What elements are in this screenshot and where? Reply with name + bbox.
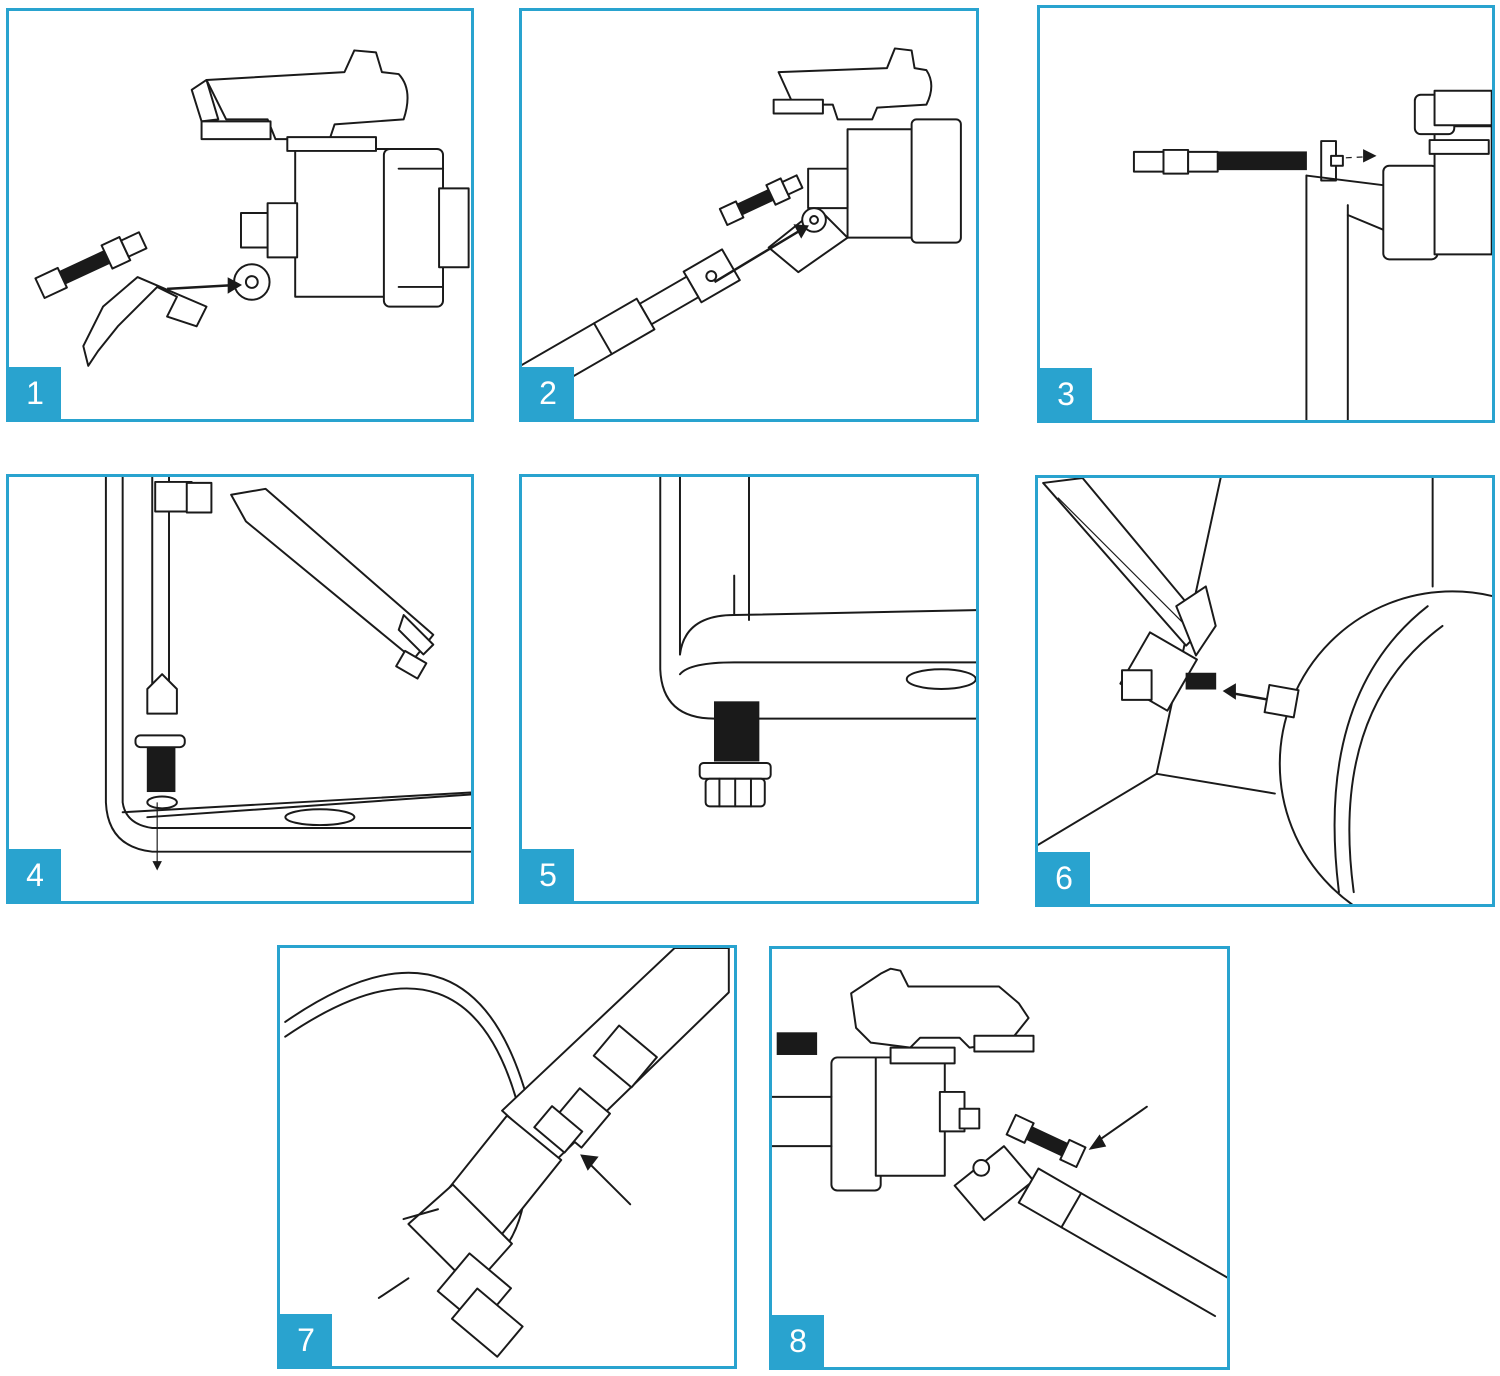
step-1-illustration-icon <box>34 49 470 367</box>
step-8-panel: 8 <box>769 946 1230 1370</box>
step-7-panel: 7 <box>277 945 737 1369</box>
step-4-illustration-icon <box>104 477 471 871</box>
step-5-illustration-icon <box>659 477 976 808</box>
step-7-illustration-icon <box>284 948 730 1358</box>
step-6-panel: 6 <box>1035 475 1495 907</box>
step-2-panel: 2 <box>519 8 979 422</box>
step-7-badge: 7 <box>280 1314 332 1366</box>
step-2-badge: 2 <box>522 367 574 419</box>
step-2-illustration-icon <box>522 47 962 412</box>
step-3-illustration-icon <box>1132 89 1492 420</box>
step-5-badge: 5 <box>522 849 574 901</box>
step-3-panel: 3 <box>1037 5 1495 423</box>
step-5-panel: 5 <box>519 474 979 904</box>
step-6-illustration-icon <box>1038 478 1492 904</box>
step-1-panel: 1 <box>6 8 474 422</box>
step-3-badge: 3 <box>1040 368 1092 420</box>
step-6-badge: 6 <box>1038 852 1090 904</box>
step-4-badge: 4 <box>9 849 61 901</box>
step-8-illustration-icon <box>772 967 1227 1318</box>
step-4-panel: 4 <box>6 474 474 904</box>
step-8-badge: 8 <box>772 1315 824 1367</box>
step-1-badge: 1 <box>9 367 61 419</box>
